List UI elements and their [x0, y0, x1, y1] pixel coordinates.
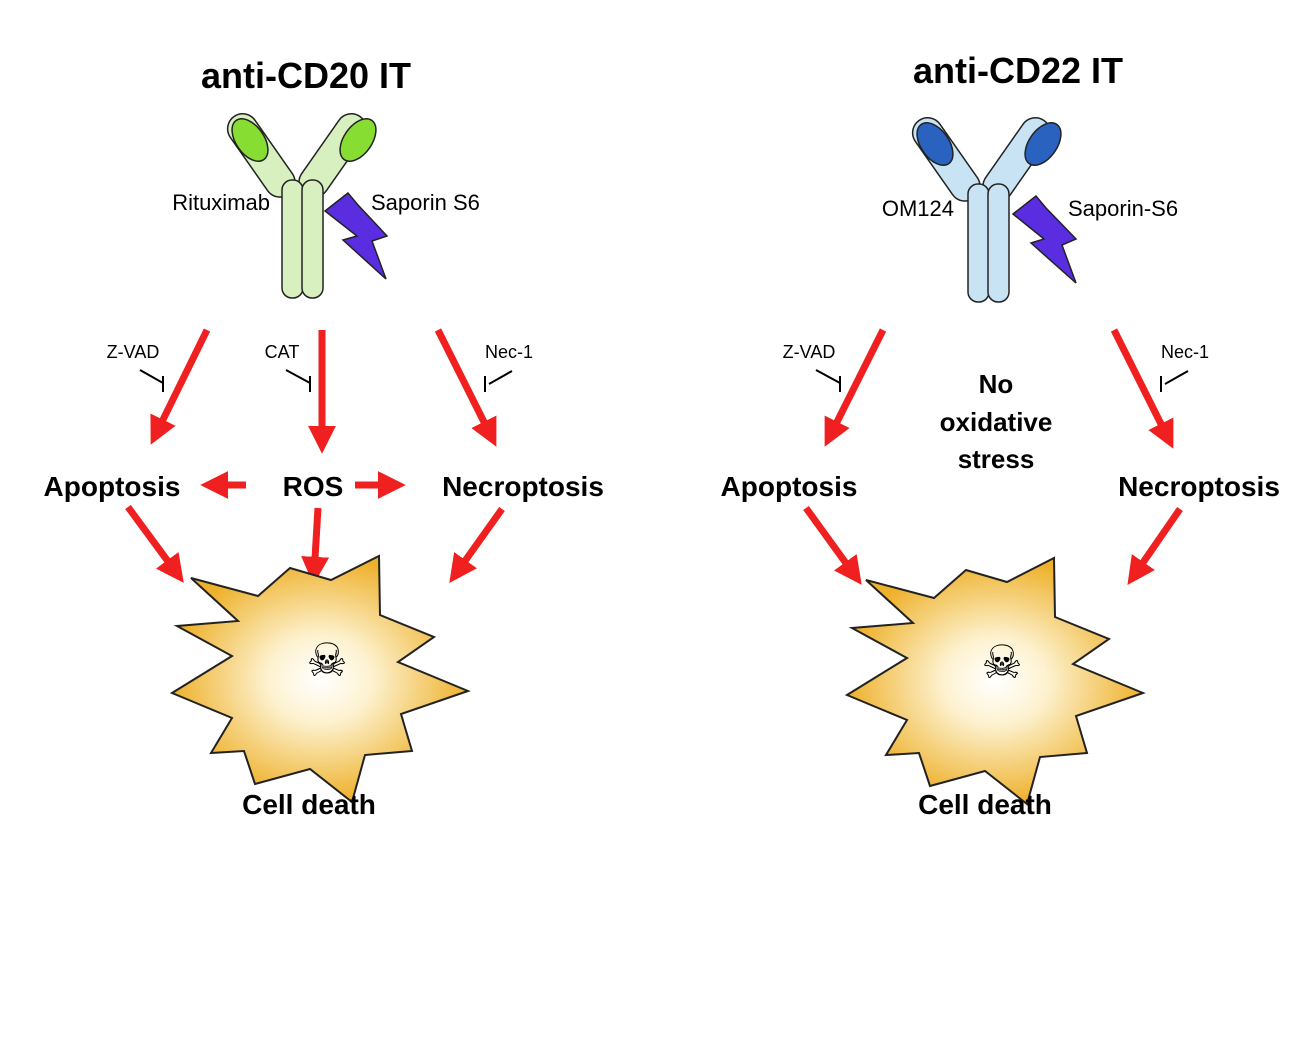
right-antibody — [911, 117, 1062, 303]
left-inhibitor-nec1: Nec-1 — [485, 342, 533, 362]
left-title: anti-CD20 IT — [201, 55, 411, 96]
left-necroptosis-label: Necroptosis — [442, 471, 604, 502]
right-arrows — [803, 328, 1183, 586]
right-no-stress-line1: No — [979, 369, 1014, 399]
left-skull-icon: ☠ — [306, 633, 347, 687]
right-outcome-label: Cell death — [918, 789, 1052, 820]
left-antibody-label: Rituximab — [172, 190, 270, 215]
right-no-stress-line3: stress — [958, 444, 1035, 474]
right-toxin-bolt — [1011, 194, 1078, 284]
left-inhibitors — [139, 369, 513, 392]
right-necroptosis-label: Necroptosis — [1118, 471, 1280, 502]
left-antibody — [226, 113, 377, 299]
left-apoptosis-label: Apoptosis — [44, 471, 181, 502]
left-toxin-bolt — [323, 191, 389, 280]
right-antibody-label: OM124 — [882, 196, 954, 221]
right-no-stress-line2: oxidative — [940, 407, 1053, 437]
right-inhibitor-zvad: Z-VAD — [783, 342, 836, 362]
left-ros-label: ROS — [283, 471, 344, 502]
left-outcome-label: Cell death — [242, 789, 376, 820]
left-inhibitor-cat: CAT — [265, 342, 300, 362]
right-panel: anti-CD22 IT OM124 Saporin-S6 Z-VAD Nec-… — [721, 50, 1280, 820]
left-panel: anti-CD20 IT Rituximab Saporin S6 — [44, 55, 604, 820]
right-inhibitors — [815, 369, 1189, 392]
left-toxin-label: Saporin S6 — [371, 190, 480, 215]
right-skull-icon: ☠ — [981, 635, 1022, 689]
right-inhibitor-nec1: Nec-1 — [1161, 342, 1209, 362]
left-arrows — [125, 328, 505, 585]
left-death-star — [169, 554, 471, 804]
right-apoptosis-label: Apoptosis — [721, 471, 858, 502]
right-title: anti-CD22 IT — [913, 50, 1123, 91]
right-toxin-label: Saporin-S6 — [1068, 196, 1178, 221]
left-inhibitor-zvad: Z-VAD — [107, 342, 160, 362]
right-death-star — [844, 556, 1146, 806]
